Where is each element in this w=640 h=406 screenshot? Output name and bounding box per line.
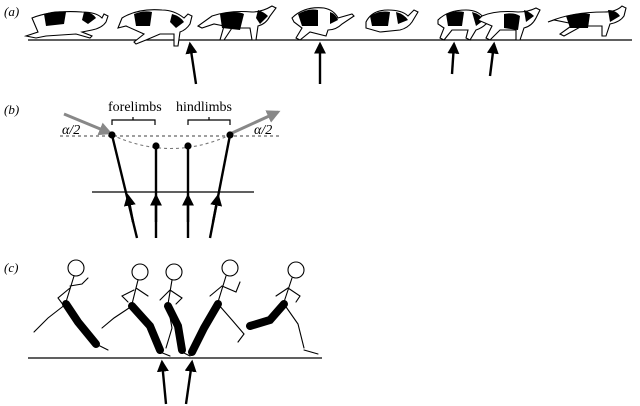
angle-label-left: α/2 (62, 123, 80, 138)
force-arrow-c-2 (184, 359, 197, 405)
com-trajectory (111, 134, 231, 150)
panel-b: (b) forelimbs hindlimbs α/2 α/2 (4, 100, 281, 239)
runner-5 (246, 261, 319, 355)
force-arrow-a-3 (447, 41, 460, 75)
cat-stride-5 (365, 9, 419, 33)
runner-2 (101, 263, 171, 357)
runner-1 (33, 259, 109, 351)
velocity-arrow-in (63, 112, 113, 136)
cat-stride-1 (23, 11, 109, 39)
force-arrow-a-1 (185, 41, 198, 85)
cat-stride-7 (477, 7, 541, 41)
force-arrow-b-1 (123, 193, 136, 223)
cat-stride-2 (117, 9, 193, 47)
velocity-arrow-out (231, 110, 281, 135)
forelimbs-bracket (111, 119, 156, 125)
panel-c-label: (c) (4, 260, 18, 275)
limb-line-1 (110, 134, 139, 239)
panel-c: (c) (4, 259, 322, 405)
force-arrow-b-4 (210, 193, 223, 223)
panel-a: (a) (4, 4, 632, 85)
runner-4 (188, 259, 245, 356)
angle-label-right: α/2 (254, 123, 272, 138)
force-arrow-c-1 (156, 359, 169, 405)
panel-b-label: (b) (4, 102, 19, 117)
forelimbs-label: forelimbs (108, 100, 162, 115)
cat-stride-8 (547, 5, 627, 37)
runner-3 (159, 263, 191, 357)
cat-stride-3 (196, 5, 277, 41)
cat-stride-4 (291, 7, 355, 41)
hindlimbs-bracket (187, 119, 231, 125)
force-arrow-a-4 (486, 41, 499, 77)
hindlimbs-label: hindlimbs (176, 100, 232, 115)
limb-line-4 (208, 134, 232, 239)
panel-a-label: (a) (4, 4, 19, 19)
